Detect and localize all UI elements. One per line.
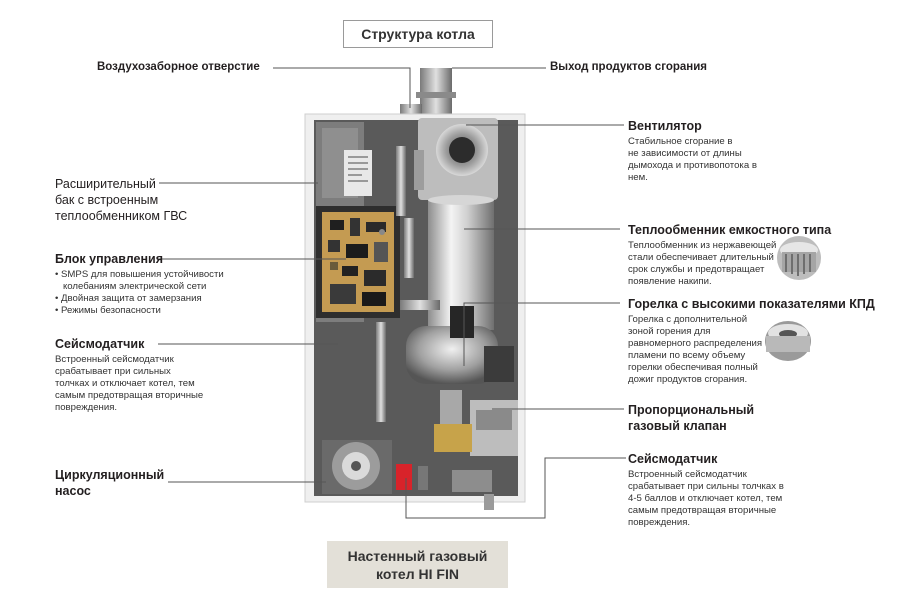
label-seismic-sensor-right: Сейсмодатчик Встроенный сейсмодатчик сра…	[628, 452, 784, 528]
control-board	[316, 206, 400, 318]
flue-pipe	[400, 68, 456, 116]
label-heat-exchanger: Теплообменник емкостного типа Теплообмен…	[628, 223, 832, 287]
heat-exchanger-thumb	[777, 236, 821, 280]
seismic-sensor-right-desc: Встроенный сейсмодатчик срабатывает при …	[628, 469, 784, 528]
product-name-box: Настенный газовый котел HI FIN	[327, 541, 508, 588]
label-control-unit: Блок управления SMPS для повышения устой…	[55, 251, 224, 317]
leader-lines	[158, 67, 626, 519]
burner-chamber	[406, 306, 514, 384]
seismic-sensor-left-desc: Встроенный сейсмодатчик срабатывает при …	[55, 354, 204, 413]
label-exhaust: Выход продуктов сгорания	[550, 61, 708, 73]
fan-desc: Стабильное сгорание в не зависимости от …	[628, 136, 757, 183]
burner-thumb	[765, 321, 811, 361]
diagram-title: Структура котла	[343, 20, 493, 48]
label-gas-valve: Пропорциональный газовый клапан	[628, 403, 755, 433]
label-pump: Циркуляционный насос	[55, 468, 165, 498]
label-fan: Вентилятор Стабильное сгорание в не зави…	[628, 119, 757, 183]
burner-desc: Горелка с дополнительной зоной горения д…	[628, 314, 763, 385]
flex-pipes	[376, 146, 440, 422]
label-air-intake: Воздухозаборное отверстие	[97, 61, 260, 73]
label-burner: Горелка с высокими показателями КПД Горе…	[628, 297, 875, 385]
red-pressure-part	[396, 464, 412, 490]
heat-exchanger-desc: Теплообменник из нержавеющей стали обесп…	[628, 240, 777, 287]
circulation-pump	[322, 440, 392, 494]
fan-housing	[414, 118, 498, 200]
control-unit-bullets: SMPS для повышения устойчивости колебани…	[55, 269, 224, 317]
label-expansion-tank: Расширительный бак с встроенным теплообм…	[55, 177, 188, 223]
gas-valve	[434, 390, 518, 456]
label-seismic-sensor-left: Сейсмодатчик Встроенный сейсмодатчик сра…	[55, 337, 204, 413]
